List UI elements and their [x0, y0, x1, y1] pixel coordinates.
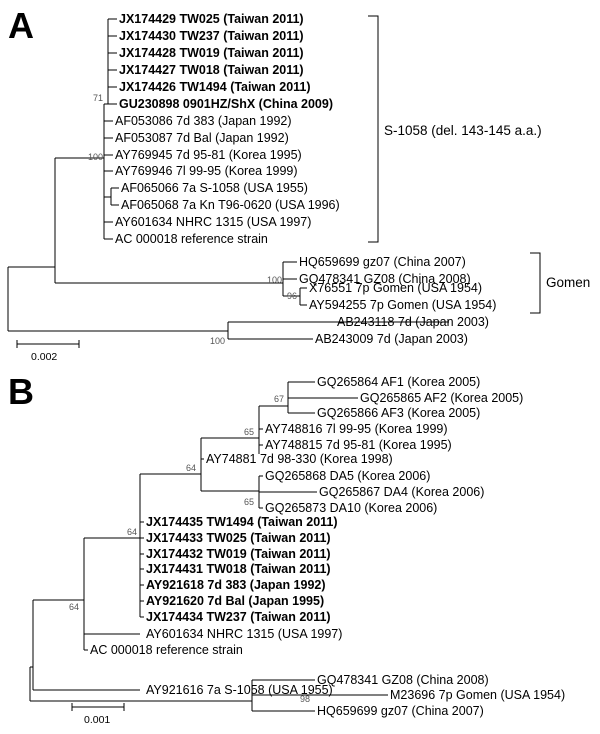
b-bootstrap-64-korea: 64: [186, 463, 196, 473]
b-leaf-label: JX174433 TW025 (Taiwan 2011): [146, 531, 331, 545]
a-leaf-label: JX174426 TW1494 (Taiwan 2011): [119, 80, 311, 94]
b-leaf-label: GQ265864 AF1 (Korea 2005): [317, 375, 480, 389]
a-bracket-s1058: [368, 15, 379, 243]
b-leaf-label: AY601634 NHRC 1315 (USA 1997): [146, 627, 342, 641]
panel-a-letter: A: [8, 5, 34, 46]
a-bootstrap-100-japan: 100: [210, 336, 225, 346]
a-leaf-label: AF065068 7a Kn T96-0620 (USA 1996): [121, 198, 340, 212]
a-bootstrap-96: 96: [287, 291, 297, 301]
a-leaf-label: AF053087 7d Bal (Japan 1992): [115, 131, 289, 145]
b-leaf-label: GQ265873 DA10 (Korea 2006): [265, 501, 437, 515]
b-leaf-label: GQ265867 DA4 (Korea 2006): [319, 485, 484, 499]
b-leaf-label: GQ265866 AF3 (Korea 2005): [317, 406, 480, 420]
a-leaf-label: GQ478341 GZ08 (China 2008): [299, 272, 471, 286]
a-bootstrap-71: 71: [93, 93, 103, 103]
a-leaf-label: AC 000018 reference strain: [115, 232, 268, 246]
a-leaf-label: X76551 7p Gomen (USA 1954): [309, 281, 482, 295]
b-leaf-label: JX174432 TW019 (Taiwan 2011): [146, 547, 331, 561]
b-leaf-label: HQ659699 gz07 (China 2007): [317, 704, 484, 718]
b-bootstrap-64-root: 64: [69, 602, 79, 612]
a-bootstrap-100-main: 100: [88, 152, 103, 162]
a-leaf-label: AB243118 7d (Japan 2003): [337, 315, 489, 329]
a-leaf-label: AB243009 7d (Japan 2003): [315, 332, 468, 346]
b-leaf-label: GQ265865 AF2 (Korea 2005): [360, 391, 523, 405]
b-bootstrap-65-bottom: 65: [244, 497, 254, 507]
panel-b-leaf-labels: GQ265864 AF1 (Korea 2005) GQ265865 AF2 (…: [90, 375, 565, 718]
b-bootstrap-65-top: 65: [244, 427, 254, 437]
a-bootstrap-100-gomen: 100: [267, 275, 282, 285]
a-leaf-label: JX174429 TW025 (Taiwan 2011): [119, 12, 304, 26]
b-bootstrap-64-taiwan: 64: [127, 527, 137, 537]
panel-b: B: [8, 371, 565, 726]
a-leaf-label: HQ659699 gz07 (China 2007): [299, 255, 466, 269]
b-leaf-label: AC 000018 reference strain: [90, 643, 243, 657]
a-bracket-gomen: [530, 252, 541, 314]
a-leaf-label: AY601634 NHRC 1315 (USA 1997): [115, 215, 311, 229]
a-leaf-label: AY769946 7l 99-95 (Korea 1999): [115, 164, 298, 178]
a-leaf-label: AF065066 7a S-1058 (USA 1955): [121, 181, 308, 195]
a-leaf-label: AY594255 7p Gomen (USA 1954): [309, 298, 496, 312]
a-scale-label: 0.002: [31, 351, 57, 363]
b-leaf-label: AY748816 7l 99-95 (Korea 1999): [265, 422, 448, 436]
a-group-label-s1058: S-1058 (del. 143-145 a.a.): [384, 123, 542, 138]
b-leaf-label: M23696 7p Gomen (USA 1954): [390, 688, 565, 702]
b-leaf-label: JX174435 TW1494 (Taiwan 2011): [146, 515, 338, 529]
a-leaf-label: AF053086 7d 383 (Japan 1992): [115, 114, 292, 128]
b-scale-label: 0.001: [84, 714, 110, 726]
panel-b-letter: B: [8, 371, 34, 412]
a-leaf-label: GU230898 0901HZ/ShX (China 2009): [119, 97, 333, 111]
b-leaf-label: AY921618 7d 383 (Japan 1992): [146, 578, 326, 592]
panel-a-branches: [7, 18, 449, 340]
b-leaf-label: JX174434 TW237 (Taiwan 2011): [146, 610, 331, 624]
b-leaf-label: GQ478341 GZ08 (China 2008): [317, 673, 489, 687]
b-leaf-label: AY748815 7d 95-81 (Korea 1995): [265, 438, 452, 452]
b-leaf-label: AY921616 7a S-1058 (USA 1955): [146, 683, 333, 697]
a-leaf-label: JX174430 TW237 (Taiwan 2011): [119, 29, 304, 43]
b-leaf-label: AY74881 7d 98-330 (Korea 1998): [206, 452, 393, 466]
a-leaf-label: AY769945 7d 95-81 (Korea 1995): [115, 148, 302, 162]
b-bootstrap-98: 98: [300, 694, 310, 704]
b-leaf-label: AY921620 7d Bal (Japan 1995): [146, 594, 324, 608]
panel-b-branches: [29, 381, 388, 712]
b-leaf-label: JX174431 TW018 (Taiwan 2011): [146, 562, 331, 576]
a-leaf-label: JX174428 TW019 (Taiwan 2011): [119, 46, 304, 60]
b-leaf-label: GQ265868 DA5 (Korea 2006): [265, 469, 430, 483]
b-bootstrap-67: 67: [274, 394, 284, 404]
panel-a-leaf-labels: JX174429 TW025 (Taiwan 2011) JX174430 TW…: [115, 12, 496, 346]
a-leaf-label: JX174427 TW018 (Taiwan 2011): [119, 63, 304, 77]
a-group-label-gomen: Gomen: [546, 275, 590, 290]
panel-a: A: [7, 5, 590, 363]
